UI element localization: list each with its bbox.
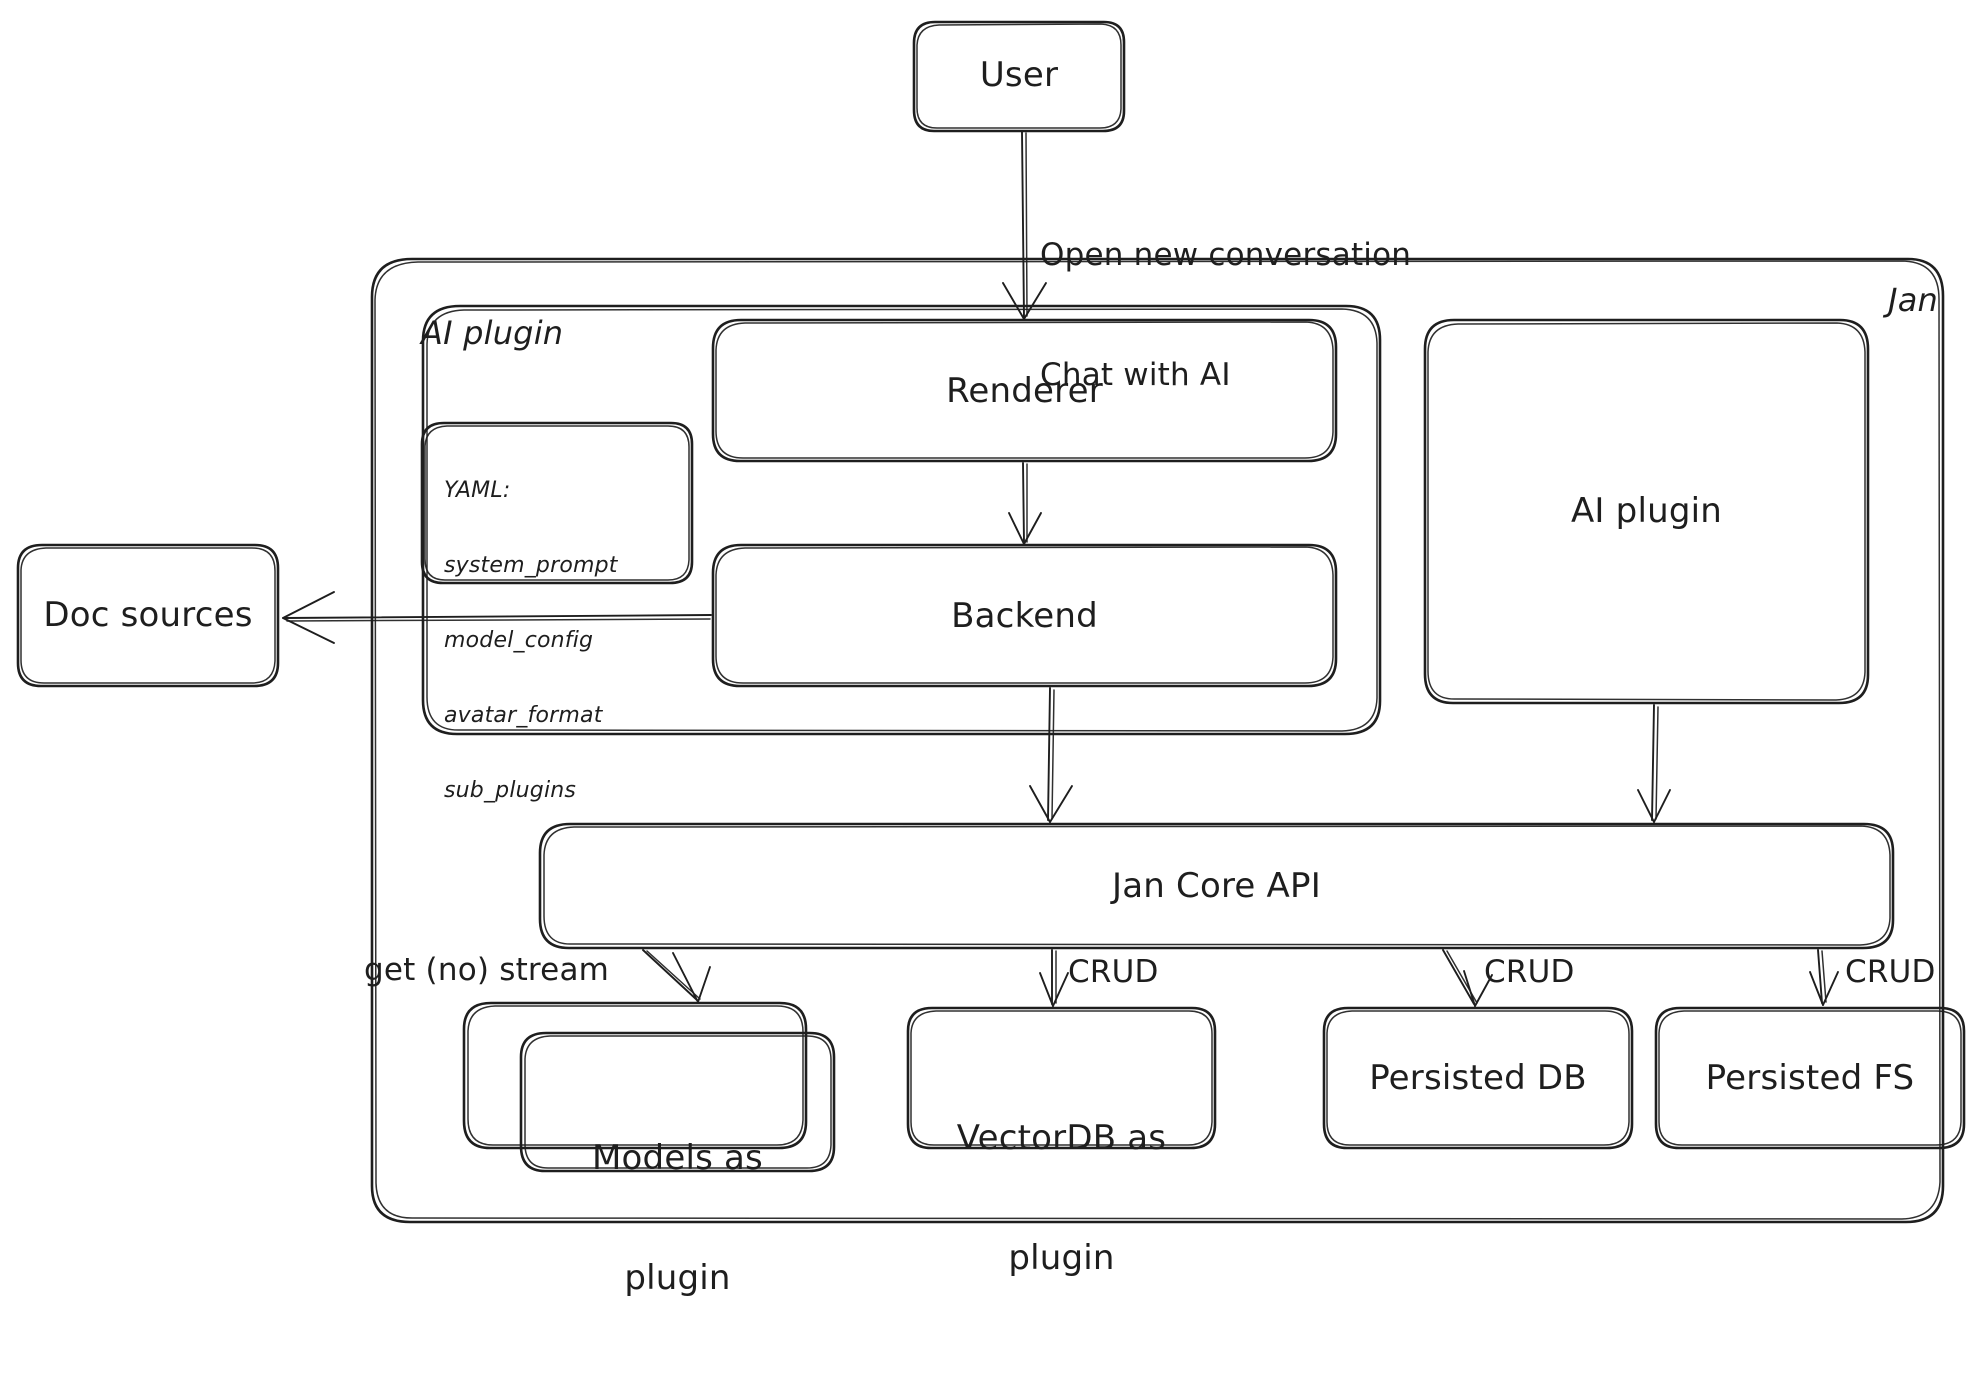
jan-container-label: Jan: [1888, 281, 1938, 319]
ai-plugin-box-label[interactable]: AI plugin: [1570, 491, 1723, 531]
edge-label-get-no-stream: get (no) stream: [364, 952, 610, 988]
user-box-shape: [912, 20, 1126, 133]
edge-core-to-persisted-db: [1442, 949, 1493, 1007]
yaml-note-shape: [420, 421, 694, 585]
jan-core-api-label[interactable]: Jan Core API: [1112, 866, 1321, 906]
vectordb-plugin-line-1: VectorDB as: [956, 1118, 1167, 1158]
diagram-strokes: [16, 20, 1966, 1224]
backend-box-shape: [711, 543, 1338, 688]
persisted-fs-label[interactable]: Persisted FS: [1705, 1058, 1915, 1098]
renderer-box-shape: [711, 318, 1338, 463]
edge-label-user-to-renderer: Open new conversation Chat with AI: [1040, 155, 1411, 475]
vectordb-plugin-box-shape: [906, 1006, 1217, 1150]
edge-core-to-vectordb: [1039, 949, 1069, 1007]
edge-backend-to-doc-sources: [282, 591, 712, 644]
user-label[interactable]: User: [979, 55, 1059, 95]
ai-plugin-group-label: AI plugin: [421, 314, 564, 352]
edge-user-to-renderer: [1002, 131, 1047, 320]
models-plugin-box-shape: [462, 1001, 836, 1173]
yaml-line-3: avatar_format: [444, 703, 603, 728]
renderer-label[interactable]: Renderer: [946, 371, 1103, 411]
yaml-line-2: model_config: [444, 628, 594, 653]
yaml-line-0: YAML:: [444, 478, 511, 503]
doc-sources-label[interactable]: Doc sources: [43, 595, 253, 635]
persisted-db-box-shape: [1322, 1006, 1634, 1150]
edge-label-crud-vectordb: CRUD: [1068, 954, 1159, 990]
models-plugin-line-1: Models as: [592, 1138, 763, 1178]
persisted-db-label[interactable]: Persisted DB: [1369, 1058, 1587, 1098]
yaml-note-text: YAML: system_prompt model_config avatar_…: [444, 428, 684, 853]
models-plugin-label[interactable]: Models as plugin: [521, 1058, 834, 1378]
jan-core-api-shape: [538, 822, 1895, 950]
edge-label-crud-persisted-fs: CRUD: [1845, 954, 1936, 990]
edge-ai-plugin-to-jan-core-api: [1637, 704, 1671, 823]
edge-label-line-2: Chat with AI: [1040, 357, 1231, 393]
vectordb-plugin-label[interactable]: VectorDB as plugin: [908, 1038, 1215, 1358]
models-plugin-line-2: plugin: [624, 1258, 731, 1298]
vectordb-plugin-line-2: plugin: [1008, 1238, 1115, 1278]
backend-label[interactable]: Backend: [951, 596, 1098, 636]
edge-core-to-models: [642, 949, 711, 1003]
edge-label-line-1: Open new conversation: [1040, 237, 1412, 273]
yaml-line-4: sub_plugins: [444, 778, 577, 803]
doc-sources-box-shape: [16, 543, 280, 688]
diagram-canvas: User Jan AI plugin YAML: system_prompt m…: [16, 20, 1966, 1298]
jan-container-shape: [370, 257, 1945, 1224]
edge-renderer-to-backend: [1008, 462, 1042, 545]
ai-plugin-group-shape: [421, 304, 1382, 736]
yaml-line-1: system_prompt: [444, 553, 618, 578]
ai-plugin-box-shape: [1423, 318, 1870, 705]
edge-core-to-persisted-fs: [1809, 949, 1839, 1006]
persisted-fs-box-shape: [1654, 1006, 1966, 1150]
edge-label-crud-persisted-db: CRUD: [1484, 954, 1575, 990]
edge-backend-to-jan-core-api: [1029, 687, 1073, 823]
